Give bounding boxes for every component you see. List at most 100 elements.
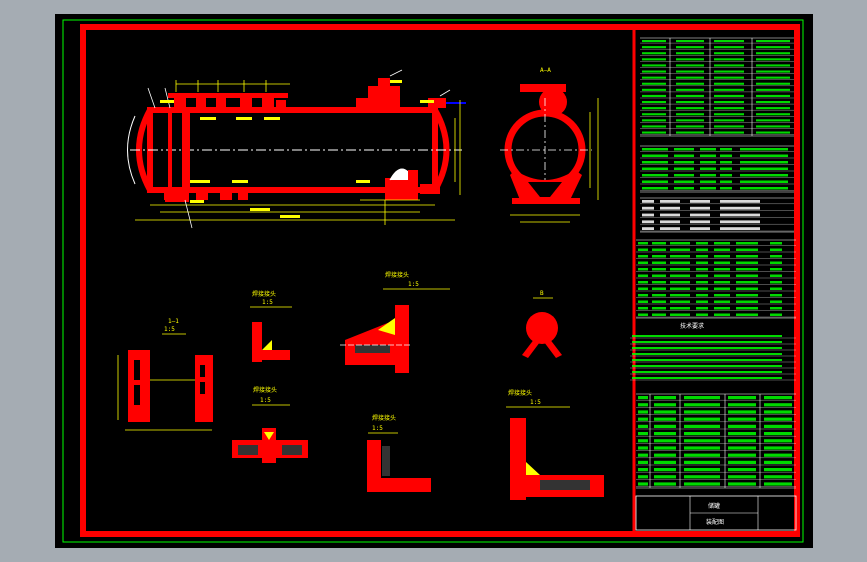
table-cell-glyphs [638, 313, 648, 316]
table-cell-glyphs [764, 446, 792, 450]
table-cell-glyphs [642, 206, 654, 210]
table-cell-glyphs [638, 446, 648, 450]
table-cell-glyphs [642, 46, 666, 49]
table-cell-glyphs [684, 446, 720, 450]
table-cell-glyphs [740, 148, 788, 151]
table-cell-glyphs [652, 248, 666, 251]
table-cell-glyphs [720, 213, 760, 217]
table-cell-glyphs [632, 347, 782, 349]
table-cell-glyphs [676, 52, 704, 55]
table-cell-glyphs [674, 154, 694, 157]
table-cell-glyphs [756, 94, 790, 97]
table-cell-glyphs [638, 453, 648, 457]
table-cell-glyphs [670, 248, 690, 251]
table-cell-glyphs [690, 213, 710, 217]
table-cell-glyphs [696, 255, 708, 258]
table-cell-glyphs [632, 377, 782, 379]
table-cell-glyphs [676, 40, 704, 43]
bill-of-materials [636, 393, 796, 489]
table-cell-glyphs [728, 396, 756, 400]
technical-requirements: 技术要求 [630, 322, 796, 381]
table-cell-glyphs [740, 187, 788, 190]
table-cell-glyphs [642, 119, 666, 122]
tech-req-title: 技术要求 [680, 322, 704, 330]
table-cell-glyphs [652, 313, 666, 316]
detail-b-label: B [540, 290, 544, 297]
table-cell-glyphs [720, 187, 732, 190]
table-cell-glyphs [642, 107, 666, 110]
table-cell-glyphs [720, 174, 732, 177]
table-cell-glyphs [736, 261, 758, 264]
table-cell-glyphs [676, 88, 704, 91]
table-cell-glyphs [638, 255, 648, 258]
table-cell-glyphs [728, 432, 756, 436]
table-cell-glyphs [676, 94, 704, 97]
table-cell-glyphs [674, 180, 694, 183]
table-cell-glyphs [756, 125, 790, 128]
table-cell-glyphs [652, 300, 666, 303]
table-cell-glyphs [660, 213, 680, 217]
table-cell-glyphs [714, 101, 744, 104]
table-cell-glyphs [684, 460, 720, 464]
table-cell-glyphs [736, 287, 758, 290]
detail-4-view: 焊接接头 1:5 [232, 386, 308, 463]
table-cell-glyphs [638, 403, 648, 407]
table-cell-glyphs [736, 242, 758, 245]
table-cell-glyphs [764, 439, 792, 443]
table-cell-glyphs [674, 161, 694, 164]
weld-table [640, 197, 794, 233]
table-cell-glyphs [728, 453, 756, 457]
table-cell-glyphs [720, 167, 732, 170]
table-cell-glyphs [756, 113, 790, 116]
table-cell-glyphs [764, 482, 792, 486]
table-cell-glyphs [714, 70, 744, 73]
table-cell-glyphs [756, 88, 790, 91]
table-cell-glyphs [740, 161, 788, 164]
table-cell-glyphs [642, 187, 668, 190]
table-cell-glyphs [642, 76, 666, 79]
table-cell-glyphs [676, 58, 704, 61]
table-cell-glyphs [736, 281, 758, 284]
table-cell-glyphs [632, 359, 782, 361]
table-cell-glyphs [714, 307, 730, 310]
table-cell-glyphs [642, 154, 668, 157]
table-cell-glyphs [670, 287, 690, 290]
drawing-frame [80, 24, 800, 537]
table-cell-glyphs [736, 307, 758, 310]
table-cell-glyphs [696, 300, 708, 303]
table-cell-glyphs [654, 396, 676, 400]
table-cell-glyphs [638, 242, 648, 245]
table-cell-glyphs [654, 468, 676, 472]
table-cell-glyphs [652, 294, 666, 297]
table-cell-glyphs [676, 131, 704, 134]
table-cell-glyphs [720, 161, 732, 164]
table-cell-glyphs [736, 268, 758, 271]
table-cell-glyphs [674, 148, 694, 151]
main-vessel-view [127, 69, 466, 229]
section-1-1-view: 1—1 1:5 [117, 318, 213, 431]
table-cell-glyphs [770, 255, 782, 258]
table-cell-glyphs [676, 46, 704, 49]
table-cell-glyphs [684, 468, 720, 472]
table-cell-glyphs [696, 242, 708, 245]
table-cell-glyphs [642, 167, 668, 170]
table-cell-glyphs [756, 131, 790, 134]
table-cell-glyphs [696, 268, 708, 271]
detail-2-view: 焊接接头 1:5 [250, 290, 292, 362]
table-cell-glyphs [714, 248, 730, 251]
table-cell-glyphs [714, 131, 744, 134]
table-cell-glyphs [728, 424, 756, 428]
detail-3-label: 焊接接头 [385, 271, 409, 279]
table-cell-glyphs [714, 107, 744, 110]
table-cell-glyphs [676, 70, 704, 73]
table-cell-glyphs [684, 410, 720, 414]
table-cell-glyphs [676, 76, 704, 79]
section-a-a-label: A—A [540, 67, 551, 74]
table-cell-glyphs [756, 46, 790, 49]
table-cell-glyphs [652, 255, 666, 258]
table-cell-glyphs [654, 432, 676, 436]
table-cell-glyphs [690, 200, 710, 203]
table-cell-glyphs [700, 161, 716, 164]
table-cell-glyphs [638, 432, 648, 436]
table-cell-glyphs [676, 113, 704, 116]
